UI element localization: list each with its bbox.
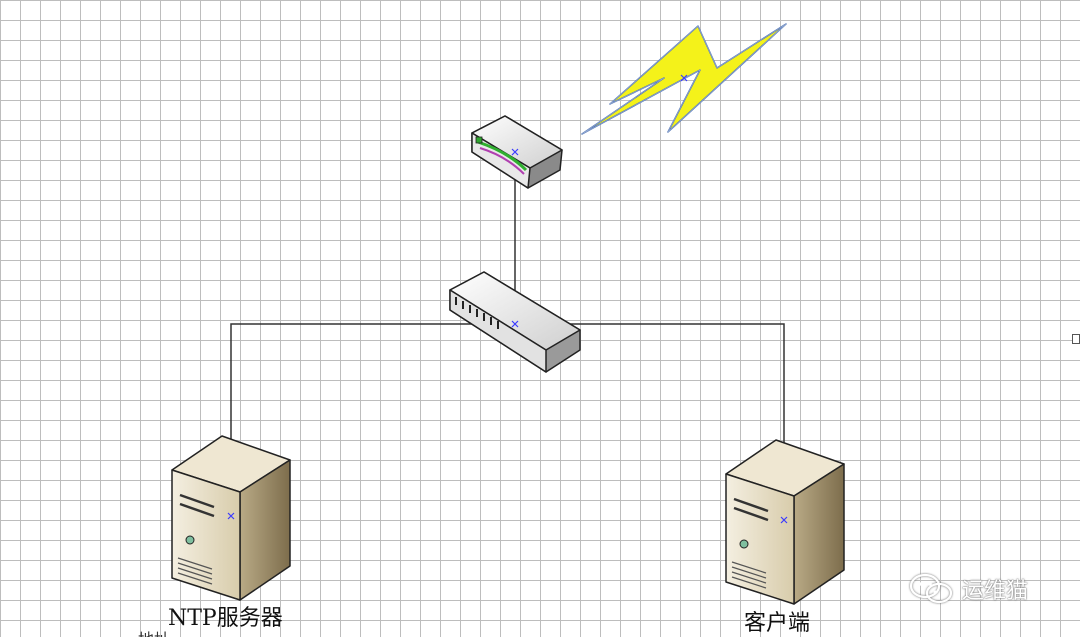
lightning-icon (581, 23, 787, 135)
switch-icon (449, 271, 581, 373)
server-label: NTP服务器 (168, 606, 283, 631)
selection-markers (227, 74, 788, 524)
client-server-icon (725, 439, 845, 605)
server-icon (171, 435, 291, 601)
marker-lightning (680, 74, 688, 82)
watermark-text: 运维猫 (962, 579, 1029, 604)
resize-handle[interactable] (1072, 334, 1080, 344)
client-label: 客户端 (744, 611, 811, 636)
router-icon (471, 115, 563, 189)
marker-router (511, 148, 519, 156)
wechat-icon (909, 573, 953, 604)
marker-server (227, 512, 235, 520)
marker-switch (511, 320, 519, 328)
watermark: 运维猫 (908, 572, 1028, 606)
marker-client (780, 516, 788, 524)
cut-off-label: 地址 (138, 626, 170, 637)
